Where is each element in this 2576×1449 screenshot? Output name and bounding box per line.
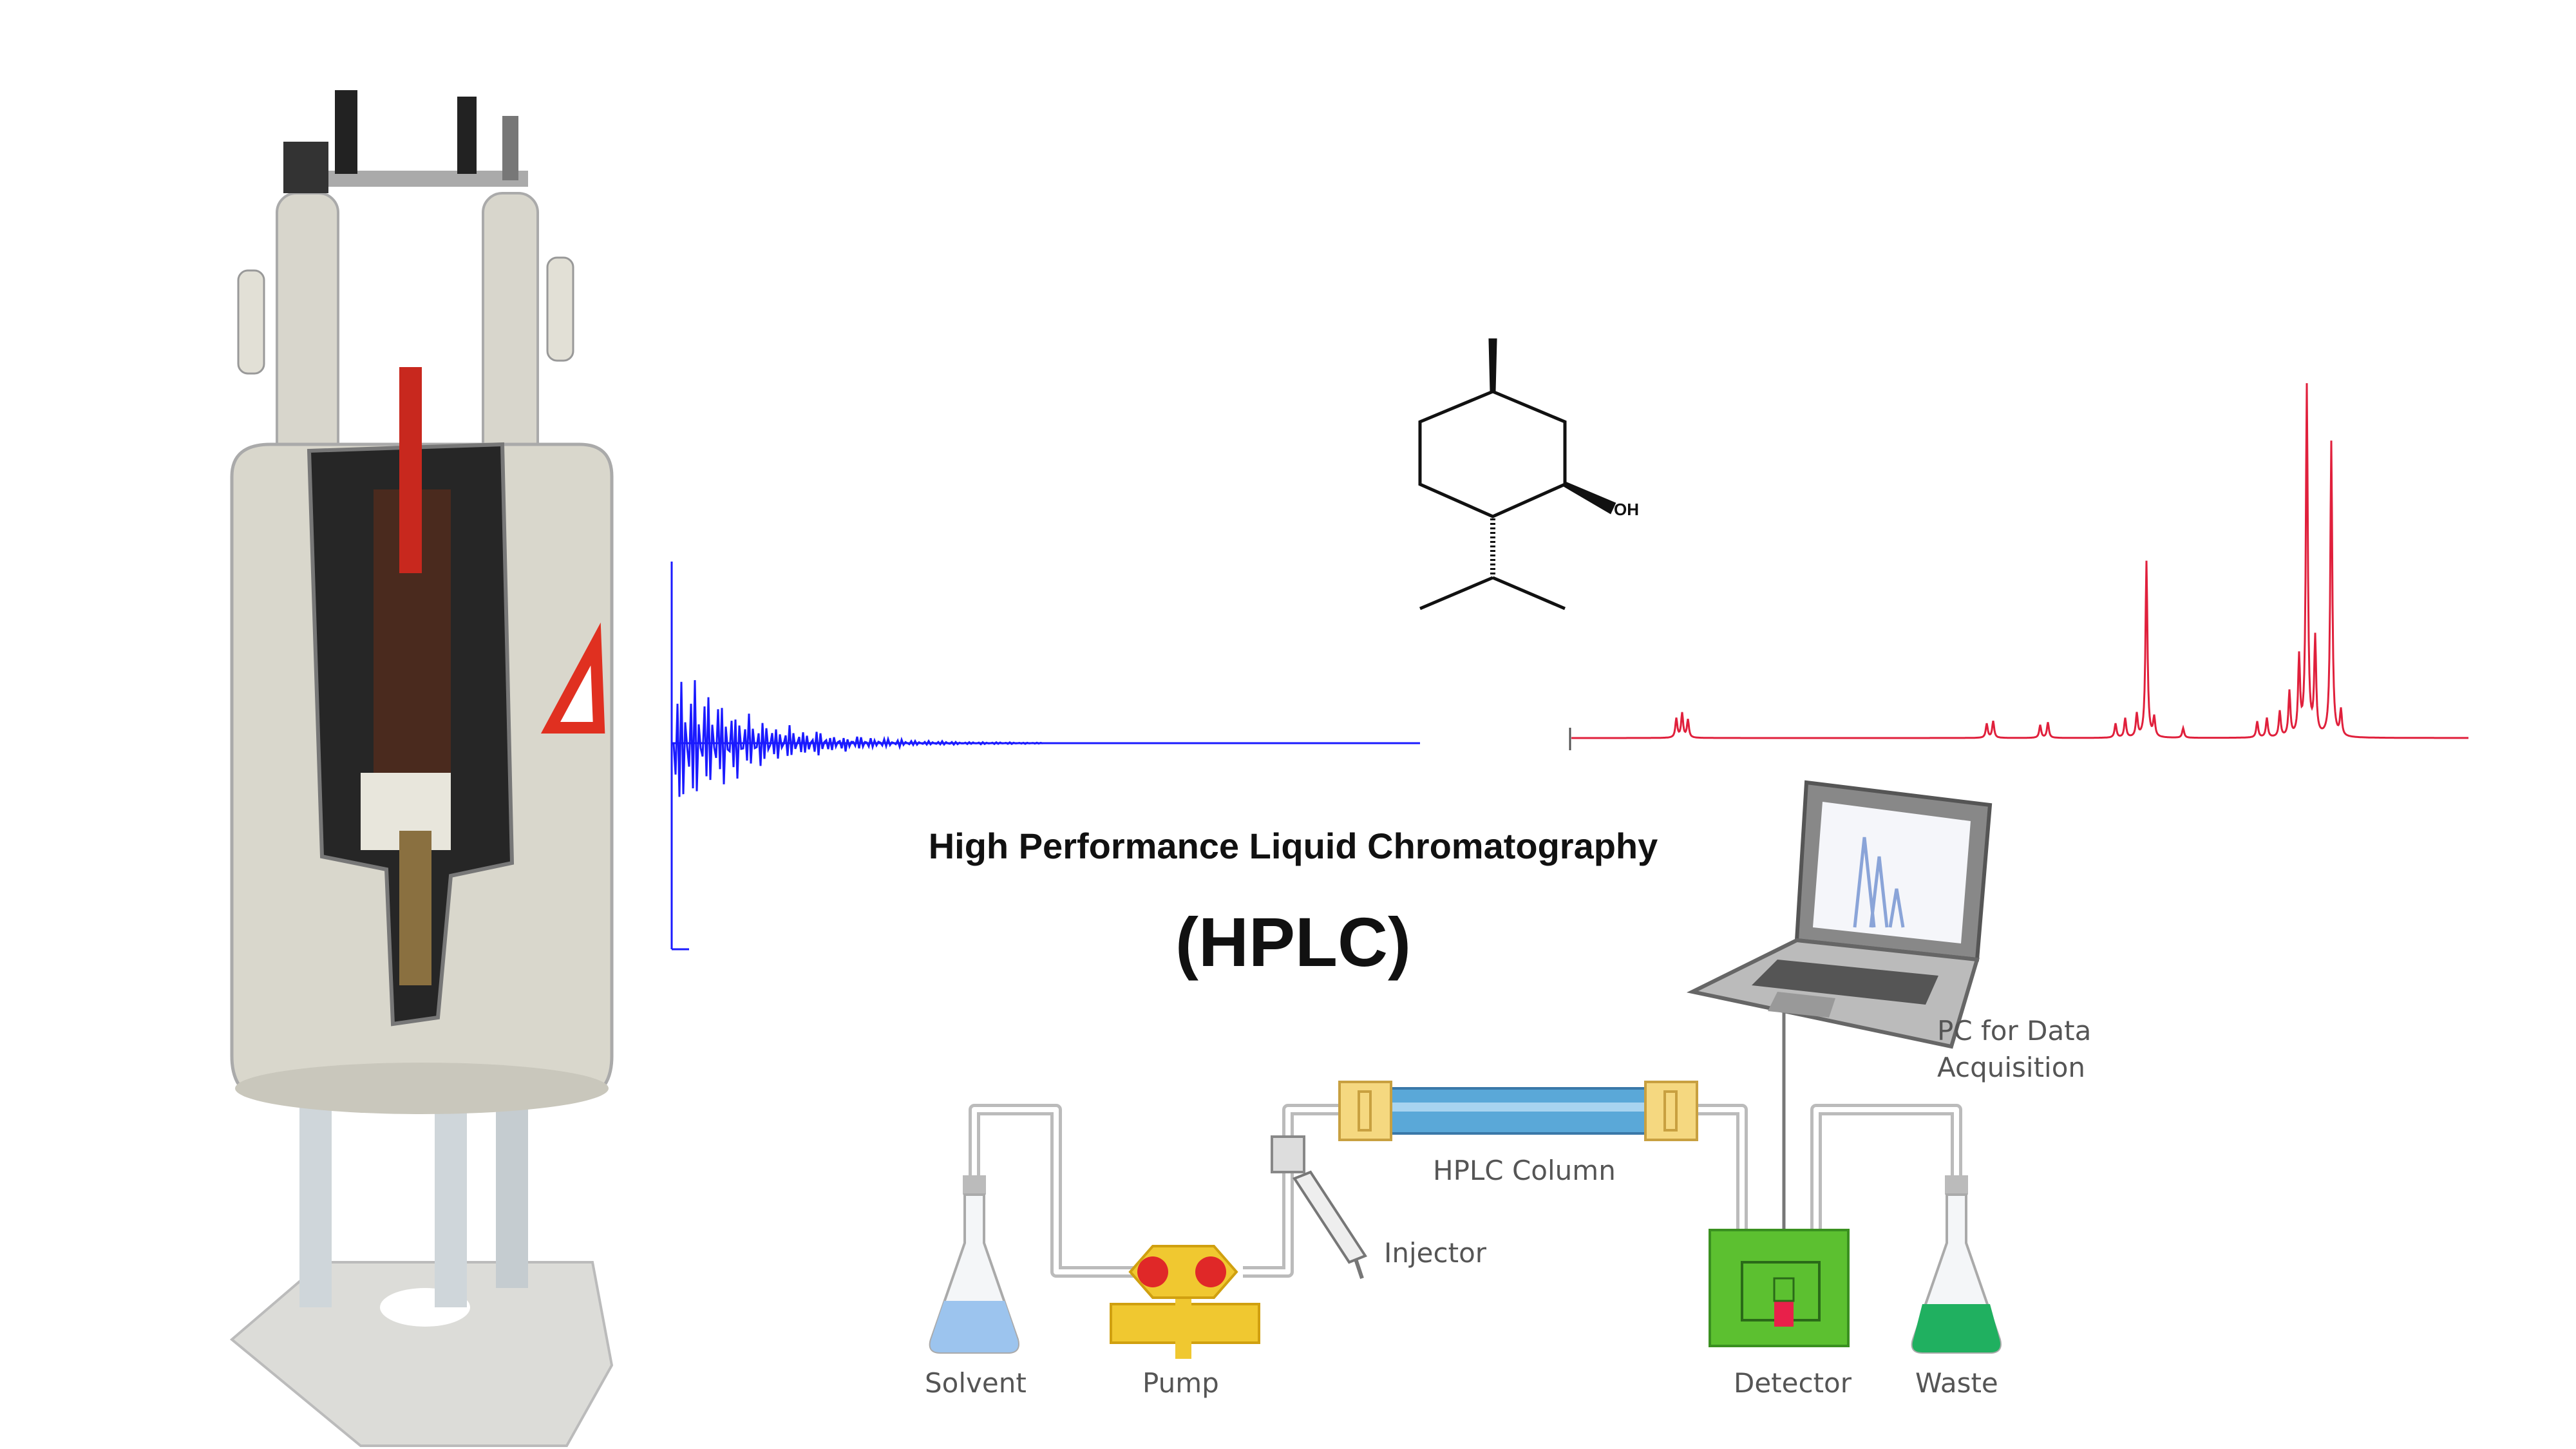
solvent-flask-icon bbox=[929, 1175, 1019, 1354]
nmr-spectrum bbox=[1569, 383, 2468, 750]
detector-label: Detector bbox=[1734, 1367, 1852, 1399]
oh-label: OH bbox=[1614, 500, 1639, 519]
injector-label: Injector bbox=[1384, 1237, 1487, 1269]
column-label: HPLC Column bbox=[1433, 1155, 1616, 1186]
fid-signal bbox=[670, 562, 1420, 951]
detector-icon bbox=[1709, 1229, 1850, 1347]
injector-icon bbox=[1271, 1135, 1368, 1279]
hplc-abbrev: (HPLC) bbox=[1175, 903, 1411, 981]
hplc-title: High Performance Liquid Chromatography bbox=[929, 826, 1658, 866]
pc-label-line1: PC for Data bbox=[1937, 1015, 2091, 1046]
hplc-column bbox=[1338, 1081, 1698, 1141]
waste-label: Waste bbox=[1915, 1367, 1998, 1399]
laptop-icon bbox=[1686, 780, 1993, 1049]
waste-flask-icon bbox=[1911, 1175, 2002, 1354]
menthol-structure bbox=[1418, 338, 1616, 611]
nmr-magnet-illustration bbox=[229, 90, 614, 1447]
solvent-label: Solvent bbox=[925, 1367, 1027, 1399]
pc-label-line2: Acquisition bbox=[1937, 1052, 2085, 1083]
pump-icon bbox=[1110, 1245, 1260, 1359]
pump-label: Pump bbox=[1142, 1367, 1219, 1399]
